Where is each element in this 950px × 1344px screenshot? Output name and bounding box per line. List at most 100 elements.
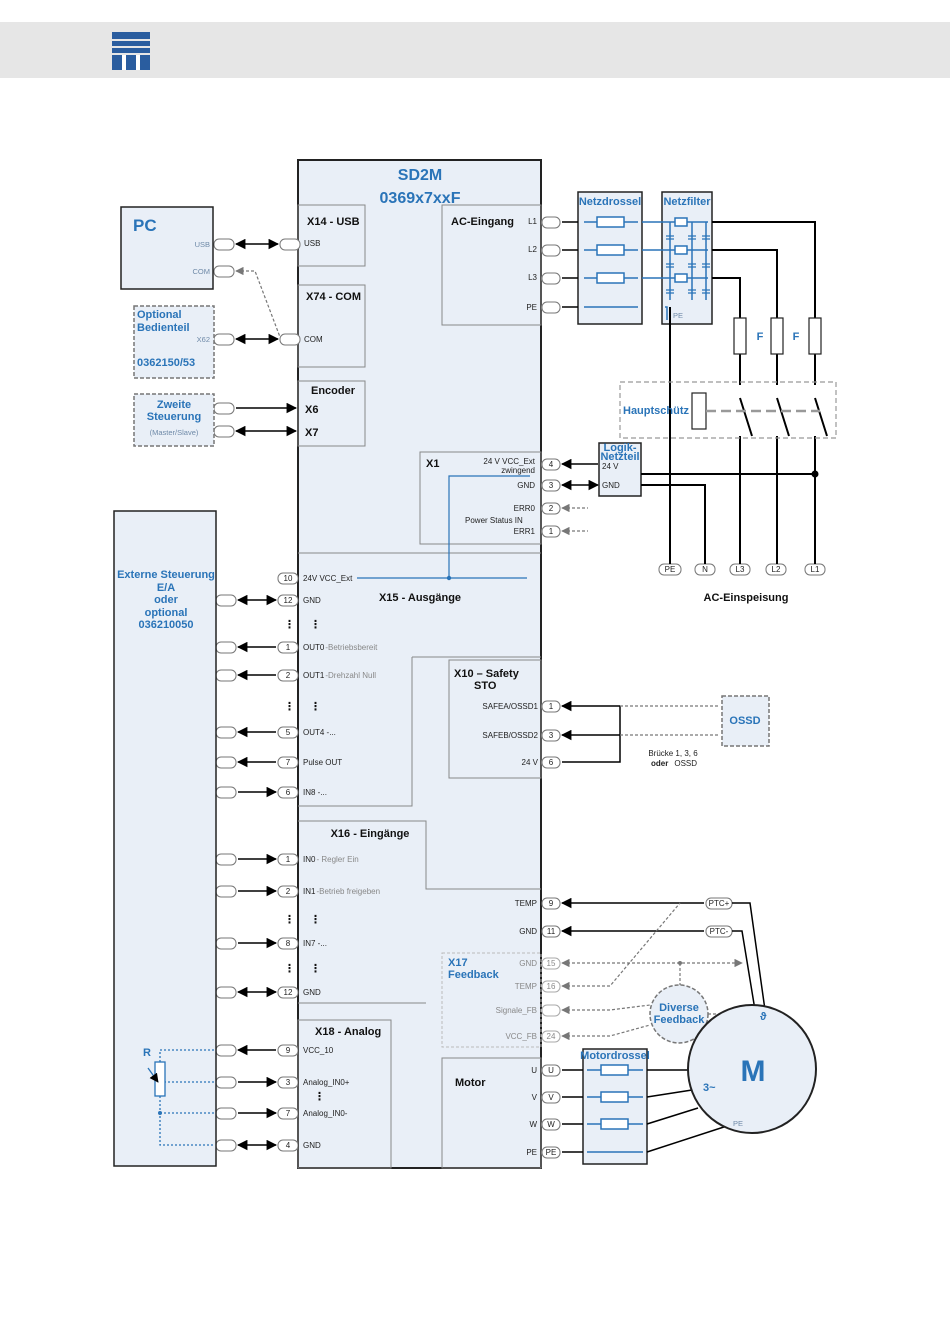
pc-box	[120, 206, 214, 290]
svg-text:Hauptschütz: Hauptschütz	[623, 405, 690, 417]
potentiometer-label: R	[143, 1047, 151, 1059]
svg-text:ERR0: ERR0	[514, 504, 536, 513]
sd2m-device	[297, 159, 542, 1169]
svg-text:VCC_10: VCC_10	[303, 1046, 334, 1055]
svg-text:F: F	[793, 331, 800, 343]
svg-text:IN8 -...: IN8 -...	[303, 788, 327, 797]
svg-text:zwingend: zwingend	[501, 466, 535, 475]
svg-text:Analog_IN0+: Analog_IN0+	[303, 1078, 350, 1087]
svg-text:⋮: ⋮	[310, 701, 321, 713]
svg-text:W: W	[529, 1120, 537, 1129]
svg-text:1: 1	[549, 527, 554, 536]
svg-text:3~: 3~	[703, 1082, 716, 1094]
svg-text:GND: GND	[303, 988, 321, 997]
svg-text:Pulse OUT: Pulse OUT	[303, 758, 342, 767]
svg-text:Analog_IN0-: Analog_IN0-	[303, 1109, 348, 1118]
svg-text:15: 15	[547, 959, 556, 968]
svg-text:3: 3	[286, 1078, 291, 1087]
svg-text:Motordrossel: Motordrossel	[580, 1050, 650, 1062]
svg-text:IN1-Betrieb freigeben: IN1-Betrieb freigeben	[303, 887, 380, 896]
svg-text:PE: PE	[526, 303, 537, 312]
svg-text:W: W	[547, 1120, 555, 1129]
x16-title: X16 - Eingänge	[331, 828, 410, 840]
svg-text:GND: GND	[519, 959, 537, 968]
x74-title: X74 - COM	[306, 291, 361, 303]
svg-text:Diverse: Diverse	[659, 1002, 699, 1014]
ac-eingang-box	[441, 204, 542, 326]
svg-text:⋮: ⋮	[314, 1091, 325, 1103]
svg-text:3: 3	[549, 481, 554, 490]
svg-text:GND: GND	[519, 927, 537, 936]
x1-box	[419, 451, 542, 545]
svg-text:2: 2	[286, 887, 291, 896]
svg-text:U: U	[531, 1066, 537, 1075]
svg-text:1: 1	[549, 702, 554, 711]
svg-text:Externe Steuerung: Externe Steuerung	[117, 569, 215, 581]
svg-text:L3: L3	[528, 273, 537, 282]
svg-text:1: 1	[286, 855, 291, 864]
svg-text:IN7 -...: IN7 -...	[303, 939, 327, 948]
x14-title: X14 - USB	[307, 216, 360, 228]
svg-text:⋮: ⋮	[310, 963, 321, 975]
motor-title: Motor	[455, 1077, 486, 1089]
logik-netzteil-box	[598, 442, 642, 497]
x17-title: X17	[448, 957, 468, 969]
svg-text:Netzteil: Netzteil	[600, 451, 639, 463]
svg-text:ϑ: ϑ	[760, 1011, 767, 1023]
svg-text:TEMP: TEMP	[515, 899, 537, 908]
svg-text:24 V: 24 V	[522, 758, 539, 767]
svg-text:16: 16	[547, 982, 556, 991]
svg-text:Optional: Optional	[137, 309, 182, 321]
svg-text:12: 12	[284, 988, 293, 997]
svg-text:OSSD: OSSD	[729, 715, 760, 727]
svg-text:6: 6	[549, 758, 554, 767]
svg-text:Bedienteil: Bedienteil	[137, 322, 190, 334]
svg-text:SAFEA/OSSD1: SAFEA/OSSD1	[482, 702, 538, 711]
zweite-steuerung-box	[133, 393, 215, 447]
header-bar	[0, 22, 950, 78]
fuses	[733, 317, 822, 355]
svg-text:Netzdrossel: Netzdrossel	[579, 196, 641, 208]
ac-einspeisung-title: AC-Einspeisung	[704, 592, 789, 604]
svg-text:PE: PE	[546, 1148, 557, 1157]
svg-text:OUT4 -...: OUT4 -...	[303, 728, 336, 737]
svg-text:4: 4	[286, 1141, 291, 1150]
svg-text:PE: PE	[733, 1119, 743, 1128]
svg-text:PTC+: PTC+	[709, 899, 730, 908]
x74-box	[297, 284, 366, 368]
svg-text:oder: oder	[154, 594, 179, 606]
x14-box	[297, 204, 366, 267]
motor-box	[441, 1057, 542, 1169]
x10-title: X10 – Safety	[454, 668, 520, 680]
svg-text:⋮: ⋮	[284, 963, 295, 975]
svg-text:Netzfilter: Netzfilter	[663, 196, 711, 208]
svg-text:GND: GND	[517, 481, 535, 490]
svg-text:9: 9	[286, 1046, 291, 1055]
x74-signal: COM	[304, 335, 323, 344]
ellipsis-dots: ⋮⋮ ⋮⋮ ⋮⋮ ⋮⋮ ⋮	[284, 619, 325, 1103]
svg-text:L2: L2	[772, 565, 781, 574]
bedienteil-box	[133, 305, 215, 379]
x14-signal: USB	[304, 239, 320, 248]
svg-text:Zweite: Zweite	[157, 399, 191, 411]
svg-text:E/A: E/A	[157, 582, 175, 594]
svg-text:PE: PE	[665, 565, 676, 574]
x15-rows: 10 24V VCC_Ext 12 GND 1 OUT0-Betriebsber…	[284, 574, 379, 797]
svg-text:V: V	[532, 1093, 538, 1102]
svg-text:2: 2	[549, 504, 554, 513]
svg-text:⋮: ⋮	[284, 701, 295, 713]
svg-text:PTC-: PTC-	[710, 927, 729, 936]
svg-text:24 V: 24 V	[602, 462, 619, 471]
svg-text:optional: optional	[145, 607, 188, 619]
company-logo	[112, 32, 150, 70]
pc-title: PC	[133, 216, 157, 235]
svg-text:6: 6	[286, 788, 291, 797]
x17-box	[441, 952, 542, 1048]
svg-text:PE: PE	[673, 311, 683, 320]
ac-eingang-title: AC-Eingang	[451, 216, 514, 228]
svg-text:L2: L2	[528, 245, 537, 254]
svg-text:Brücke 1, 3, 6: Brücke 1, 3, 6	[648, 749, 698, 758]
svg-text:GND: GND	[303, 596, 321, 605]
